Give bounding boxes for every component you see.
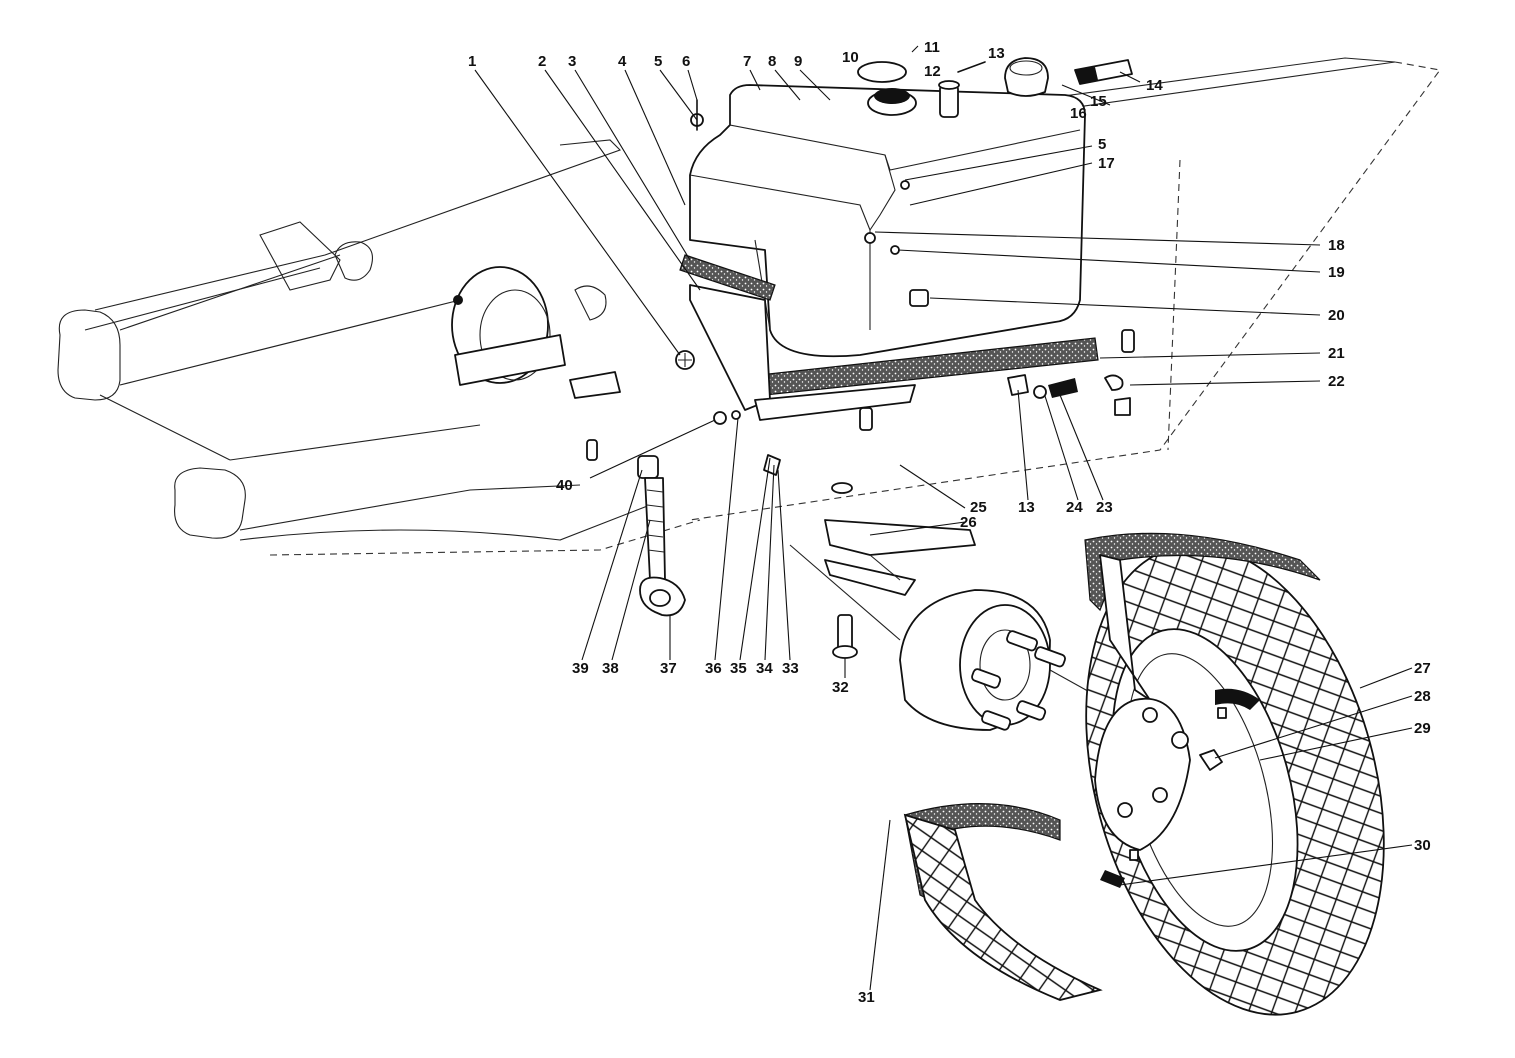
callout-31: 31: [858, 989, 875, 1006]
callout-36: 36: [705, 660, 722, 677]
callout-20: 20: [1328, 307, 1345, 324]
callout-7: 7: [743, 53, 751, 70]
callout-13-top: 13: [988, 45, 1005, 62]
callout-35: 35: [730, 660, 747, 677]
callout-16: 16: [1070, 105, 1087, 122]
callout-9: 9: [794, 53, 802, 70]
callout-33: 33: [782, 660, 799, 677]
callout-27: 27: [1414, 660, 1431, 677]
right-hardware: [1007, 329, 1135, 416]
callout-40: 40: [556, 477, 573, 494]
callout-11: 11: [924, 39, 940, 56]
left-brake-drum: [451, 266, 621, 399]
callout-6: 6: [682, 53, 690, 70]
callout-19: 19: [1328, 264, 1345, 281]
wheel-hub: [899, 589, 1141, 731]
callout-1: 1: [468, 53, 476, 70]
callout-23: 23: [1096, 499, 1113, 516]
callout-30: 30: [1414, 837, 1431, 854]
callout-8: 8: [768, 53, 776, 70]
callout-13-right: 13: [1018, 499, 1035, 516]
callout-28: 28: [1414, 688, 1431, 705]
callout-38: 38: [602, 660, 619, 677]
callout-2: 2: [538, 53, 546, 70]
callout-12: 12: [924, 63, 941, 80]
callout-34: 34: [756, 660, 773, 677]
callout-32: 32: [832, 679, 849, 696]
callout-15: 15: [1090, 93, 1107, 110]
callout-29: 29: [1414, 720, 1431, 737]
callout-37: 37: [660, 660, 677, 677]
callout-numbers: 1 2 3 4 5 6 7 8 9 10 11 12 13 14 15 16 5…: [468, 39, 1431, 1006]
callout-14: 14: [1146, 77, 1163, 94]
tire-assembly: [903, 532, 1385, 1016]
callout-39: 39: [572, 660, 589, 677]
callout-leaders: [474, 45, 1413, 991]
callout-17: 17: [1098, 155, 1115, 172]
tractor-frame-outline: [57, 57, 1441, 556]
callout-18: 18: [1328, 237, 1345, 254]
callout-26: 26: [960, 514, 977, 531]
callout-10: 10: [842, 49, 859, 66]
callout-3: 3: [568, 53, 576, 70]
callout-25: 25: [970, 499, 987, 516]
fuel-tank: [675, 57, 1133, 421]
callout-5-right: 5: [1098, 136, 1106, 153]
axle-assembly: [586, 407, 976, 659]
tie-rod: [637, 455, 686, 617]
callout-21: 21: [1328, 345, 1345, 362]
callout-4: 4: [618, 53, 627, 70]
callout-22: 22: [1328, 373, 1345, 390]
callout-5: 5: [654, 53, 662, 70]
callout-24: 24: [1066, 499, 1083, 516]
